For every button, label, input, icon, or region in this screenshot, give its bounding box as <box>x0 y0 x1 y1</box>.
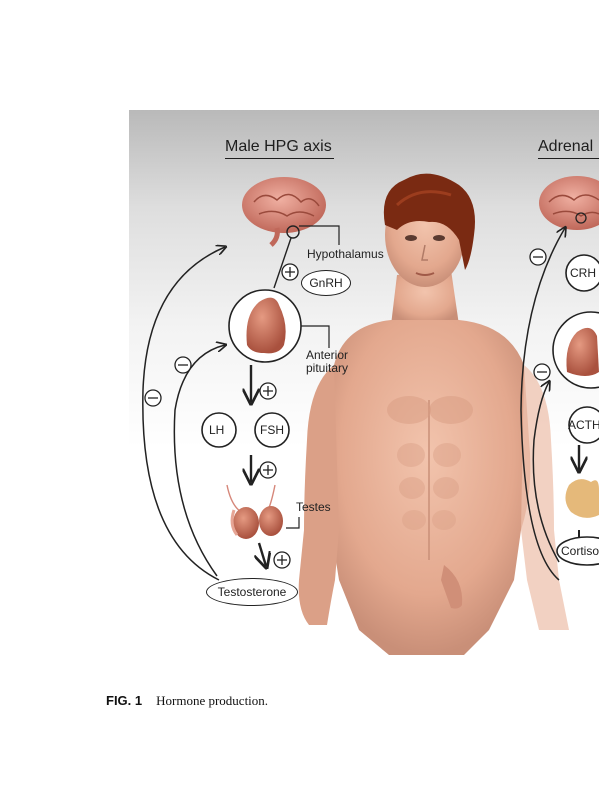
testes-icon <box>226 484 283 539</box>
plus-sign-icon <box>273 551 291 569</box>
minus-sign-icon <box>529 248 547 266</box>
brain-icon <box>242 177 326 247</box>
figure-panel: Male HPG axis Hypothalamus GnRH Anterior… <box>129 110 599 655</box>
figure-artwork <box>142 173 599 655</box>
plus-sign-icon <box>259 461 277 479</box>
caption-text: Hormone production. <box>156 693 269 708</box>
hypothalamus-marker <box>286 225 300 239</box>
minus-sign-icon <box>174 356 192 374</box>
figure-number: FIG. 1 <box>106 693 143 708</box>
gnrh-pill: GnRH <box>301 270 351 296</box>
plus-sign-icon <box>259 382 277 400</box>
crh-label: CRH <box>570 266 596 280</box>
title-underline <box>538 158 599 159</box>
title-underline <box>225 158 334 159</box>
feedback-arrow-inner <box>173 345 225 577</box>
pituitary-gland-icon <box>246 297 286 354</box>
figure-caption: FIG. 1 Hormone production. <box>106 693 268 709</box>
anterior-label: Anterior <box>306 348 349 362</box>
feedback-arrow-outer <box>142 247 225 581</box>
cortisol-label: Cortiso <box>561 544 599 558</box>
testosterone-label: Testosterone <box>217 585 287 599</box>
lh-label: LH <box>209 423 225 437</box>
pituitary-gland-icon-right <box>566 327 599 376</box>
fsh-label: FSH <box>260 423 284 437</box>
minus-sign-icon <box>144 389 162 407</box>
minus-sign-icon <box>533 363 551 381</box>
testes-label: Testes <box>296 500 331 514</box>
hypothalamus-label: Hypothalamus <box>307 247 384 261</box>
male-torso-illustration <box>298 173 569 655</box>
adrenal-gland-icon <box>565 479 599 518</box>
brain-icon-right <box>539 176 599 230</box>
testosterone-pill: Testosterone <box>206 578 298 606</box>
acth-label: ACTH <box>568 418 599 432</box>
panel-title-adrenal: Adrenal <box>538 138 594 155</box>
pituitary-label: pituitary <box>306 361 349 375</box>
plus-sign-icon <box>281 263 299 281</box>
panel-title-hpg: Male HPG axis <box>225 138 332 155</box>
gnrh-label: GnRH <box>309 276 343 290</box>
